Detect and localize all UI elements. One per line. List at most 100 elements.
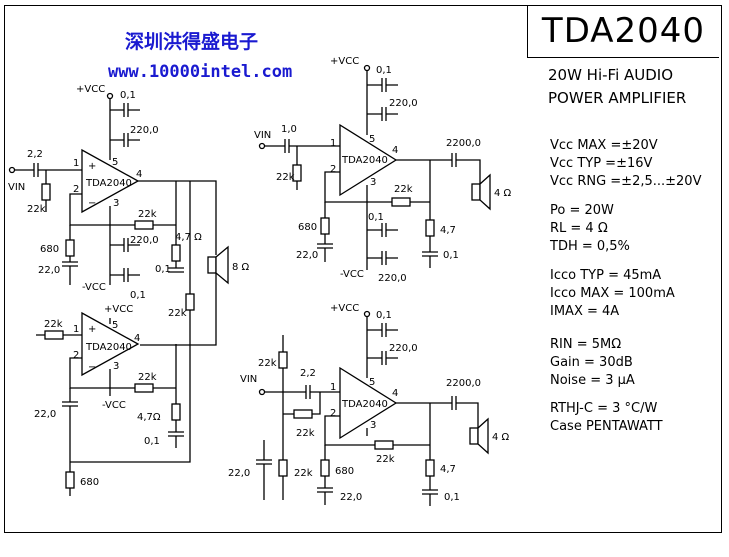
bottom-right-amplifier: TDA2040 1 2 3 4 5 +VCC 0,1 220,0 22k 2,2… — [228, 303, 510, 506]
label-cap: 22,0 — [296, 250, 318, 261]
label-vcc: +VCC — [76, 84, 105, 95]
speaker-body — [471, 183, 481, 201]
left-amplifier-bottom: TDA2040 1 2 3 4 5 + − +VCC 22k 22k 22,0 … — [34, 304, 191, 496]
description-line-2: POWER AMPLIFIER — [548, 89, 687, 107]
minus-sign: − — [88, 362, 96, 373]
label-res: 680 — [40, 244, 59, 255]
resistor — [65, 239, 75, 257]
label-cap: 22,0 — [34, 409, 56, 420]
resistor — [278, 459, 288, 477]
pin-3: 3 — [113, 361, 119, 372]
label-res: 4,7 — [440, 464, 456, 475]
pin-1: 1 — [330, 382, 336, 393]
spec-imax: IMAX = 4A — [550, 304, 620, 319]
top-right-amplifier: TDA2040 1 2 3 4 5 +VCC 0,1 220,0 VIN 1,0… — [254, 56, 512, 284]
label-vin: VIN — [240, 374, 257, 385]
spec-vcc-rng: Vcc RNG =±2,5...±20V — [550, 174, 702, 189]
pin-2: 2 — [330, 164, 336, 175]
resistor — [320, 459, 330, 477]
speaker-icon — [477, 417, 489, 455]
label-cap: 1,0 — [281, 124, 297, 135]
resistor — [425, 219, 435, 237]
label-res: 680 — [80, 477, 99, 488]
label-cap: 220,0 — [389, 343, 418, 354]
label-vcc: +VCC — [330, 56, 359, 67]
plus-sign: + — [88, 161, 96, 172]
label-vin: VIN — [254, 130, 271, 141]
spec-gain: Gain = 30dB — [550, 355, 633, 370]
label-res: 4,7 — [440, 225, 456, 236]
speaker-body — [207, 256, 217, 274]
label-cap: 2,2 — [300, 368, 316, 379]
label-cap: 220,0 — [130, 125, 159, 136]
label-cap: 0,1 — [444, 492, 460, 503]
pin-1: 1 — [73, 324, 79, 335]
label-res: 680 — [298, 222, 317, 233]
pin-4: 4 — [134, 333, 140, 344]
spec-po: Po = 20W — [550, 203, 614, 218]
pin-3: 3 — [370, 177, 376, 188]
speaker-icon — [479, 173, 491, 211]
opamp-triangle — [81, 148, 140, 214]
chip-label: TDA2040 — [341, 399, 388, 410]
drawing-frame — [4, 5, 722, 533]
resistor — [278, 351, 288, 369]
pin-1: 1 — [73, 158, 79, 169]
spec-icco-max: Icco MAX = 100mA — [550, 286, 675, 301]
label-load: 4 Ω — [494, 188, 512, 199]
pin-5: 5 — [112, 157, 118, 168]
spec-vcc-typ: Vcc TYP =±16V — [550, 156, 653, 171]
chip-label: TDA2040 — [341, 155, 388, 166]
resistor — [374, 440, 394, 450]
label-res: 22k — [296, 428, 315, 439]
spec-rin: RIN = 5MΩ — [550, 337, 622, 352]
website-link[interactable]: www.10000intel.com — [108, 62, 293, 82]
label-cap: 22,0 — [38, 265, 60, 276]
label-cap: 0,1 — [368, 212, 384, 223]
pin-5: 5 — [369, 134, 375, 145]
label-vee: -VCC — [102, 400, 126, 411]
pin-3: 3 — [370, 420, 376, 431]
label-cap: 0,1 — [155, 264, 171, 275]
label-res: 22k — [376, 454, 395, 465]
label-cap: 220,0 — [378, 273, 407, 284]
pin-5: 5 — [112, 320, 118, 331]
chip-label: TDA2040 — [85, 178, 132, 189]
label-res: 680 — [335, 466, 354, 477]
label-vcc: +VCC — [330, 303, 359, 314]
label-cap: 0,1 — [376, 310, 392, 321]
spec-rthj: RTHJ-C = 3 °C/W — [550, 401, 658, 416]
label-res: 22k — [27, 204, 46, 215]
label-load: 4 Ω — [492, 432, 510, 443]
label-res: 22k — [44, 319, 63, 330]
resistor — [320, 217, 330, 235]
label-res: 22k — [258, 358, 277, 369]
pin-2: 2 — [330, 408, 336, 419]
label-cap: 22,0 — [340, 492, 362, 503]
spec-noise: Noise = 3 μA — [550, 373, 635, 388]
company-name: 深圳洪得盛电子 — [125, 31, 259, 53]
label-cap: 0,1 — [130, 290, 146, 301]
pin-4: 4 — [392, 145, 398, 156]
label-cap: 2200,0 — [446, 138, 481, 149]
label-res: 22k — [294, 468, 313, 479]
label-cap: 0,1 — [376, 65, 392, 76]
label-res: 4,7 Ω — [175, 232, 202, 243]
resistor — [185, 293, 195, 311]
minus-sign: − — [88, 198, 96, 209]
label-vin: VIN — [8, 182, 25, 193]
resistor — [293, 409, 313, 419]
resistor — [134, 220, 154, 230]
label-cap: 220,0 — [130, 235, 159, 246]
resistor — [44, 330, 64, 340]
speaker-body — [469, 427, 479, 445]
spec-tdh: TDH = 0,5% — [550, 239, 630, 254]
title-box: TDA2040 — [527, 5, 719, 58]
resistor — [171, 403, 181, 421]
label-vee: -VCC — [82, 282, 106, 293]
speaker-icon — [215, 245, 229, 285]
resistor — [391, 197, 411, 207]
opamp-triangle — [339, 123, 398, 197]
spec-rl: RL = 4 Ω — [550, 221, 608, 236]
left-amplifier-top: TDA2040 1 2 3 4 5 + − +VCC 0,1 220,0 2,2… — [8, 84, 250, 346]
